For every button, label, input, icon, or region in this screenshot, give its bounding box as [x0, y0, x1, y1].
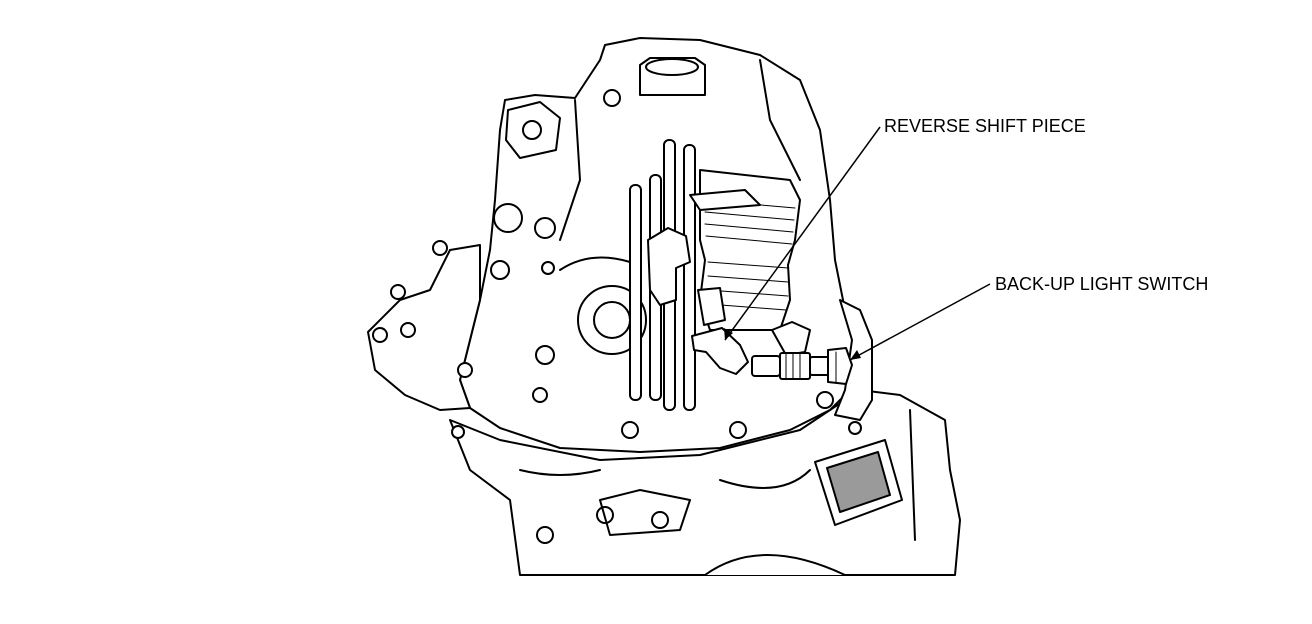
- mounting-flange: [367, 244, 481, 411]
- gear-stack: [699, 169, 801, 331]
- back-up-light-switch-label: BACK-UP LIGHT SWITCH: [995, 274, 1209, 294]
- shift-gate: [697, 287, 726, 326]
- reverse-idler-arm: [771, 321, 811, 356]
- shift-fork-upper: [689, 189, 761, 211]
- ear-hole: [522, 120, 542, 140]
- case-window: [826, 451, 891, 513]
- reverse-shift-piece-label: REVERSE SHIFT PIECE: [884, 116, 1086, 136]
- leader-lines: [724, 126, 991, 361]
- reverse-shift-arrowhead: [724, 328, 733, 340]
- top-bore: [645, 58, 699, 76]
- rear-opening: [704, 554, 846, 576]
- case-bolts: [372, 89, 862, 544]
- reverse-shift-leader: [724, 126, 881, 341]
- lower-case: [449, 389, 961, 576]
- back-up-light-switch: [751, 347, 853, 385]
- back-up-switch-leader: [849, 283, 991, 361]
- case-ribs: [519, 59, 916, 541]
- back-up-switch-arrowhead: [850, 350, 861, 360]
- shift-fork: [647, 227, 691, 306]
